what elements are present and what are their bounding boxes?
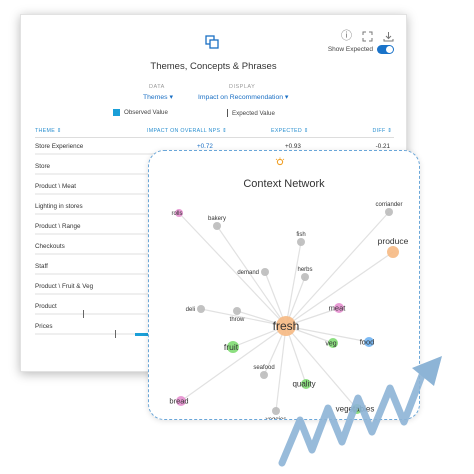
col-header-theme[interactable]: THEME ⇕: [35, 128, 62, 134]
network-node-produce[interactable]: [387, 246, 399, 258]
network-node-corriander[interactable]: [385, 208, 393, 216]
network-label-throw: throw: [230, 317, 245, 323]
network-label-fresh: fresh: [273, 319, 300, 333]
row-theme: Product \ Range: [35, 223, 81, 230]
display-select[interactable]: Impact on Recommendation ▾: [198, 93, 288, 101]
network-node-demand[interactable]: [261, 268, 269, 276]
network-edge: [285, 325, 358, 410]
network-edge: [285, 241, 302, 327]
row-theme: Store: [35, 163, 51, 170]
expand-icon[interactable]: [362, 31, 373, 42]
display-select-value: Impact on Recommendation: [198, 94, 284, 101]
legend-expected-label: Expected Value: [232, 109, 275, 117]
network-edge: [275, 325, 287, 412]
network-node-veggies[interactable]: [272, 407, 280, 415]
network-label-food: food: [360, 338, 375, 347]
expected-marker: [115, 330, 116, 338]
network-label-fruit: fruit: [224, 342, 239, 352]
network-edge: [200, 308, 287, 327]
col-header-impact[interactable]: IMPACT ON OVERALL NPS ⇕: [147, 128, 227, 134]
network-node-herbs[interactable]: [301, 273, 309, 281]
data-select[interactable]: Themes ▾: [143, 93, 173, 101]
row-theme: Lighting in stores: [35, 203, 83, 210]
row-theme: Staff: [35, 263, 48, 270]
data-select-label: DATA: [149, 84, 165, 90]
display-select-label: DISPLAY: [229, 84, 256, 90]
network-label-bakery: bakery: [208, 216, 226, 222]
row-expected: +0.93: [285, 143, 301, 150]
lightbulb-icon: [275, 157, 285, 166]
header-divider: [35, 137, 394, 138]
row-theme: Checkouts: [35, 243, 65, 250]
row-theme: Product \ Meat: [35, 183, 76, 190]
row-diff: -0.21: [375, 143, 390, 150]
network-edge: [180, 325, 287, 402]
network-label-fish: fish: [296, 232, 305, 238]
col-header-expected[interactable]: EXPECTED ⇕: [271, 128, 309, 134]
download-icon[interactable]: [383, 31, 394, 42]
legend-expected: Expected Value: [227, 109, 275, 117]
panel-toolbar: ⓘ: [341, 31, 394, 42]
row-theme: Store Experience: [35, 143, 84, 150]
row-theme: Product \ Fruit & Veg: [35, 283, 94, 290]
chevron-down-icon: ▾: [169, 94, 173, 101]
network-edge: [285, 325, 370, 343]
network-edge: [216, 225, 287, 327]
show-expected-toggle[interactable]: [377, 45, 394, 54]
chevron-down-icon: ▾: [284, 94, 289, 101]
observed-swatch: [113, 109, 120, 116]
network-edge: [285, 251, 394, 327]
row-impact: +0.72: [197, 143, 213, 150]
network-node-fruit[interactable]: [227, 341, 239, 353]
legend-observed: Observed Value: [113, 109, 168, 116]
expected-marker: [83, 310, 84, 318]
network-title: Context Network: [243, 178, 325, 190]
network-node-rolls[interactable]: [175, 209, 183, 217]
network-node-seafood[interactable]: [260, 371, 268, 379]
network-label-rolls: rolls: [171, 211, 182, 217]
network-label-quality: quality: [292, 380, 315, 389]
network-node-meat[interactable]: [334, 303, 344, 313]
network-label-veggies: veggies: [266, 417, 287, 419]
show-expected-label: Show Expected: [327, 46, 373, 53]
network-label-produce: produce: [378, 236, 409, 246]
network-edge: [178, 212, 287, 327]
network-label-herbs: herbs: [297, 267, 312, 273]
network-node-throw[interactable]: [233, 307, 241, 315]
network-label-meat: meat: [329, 304, 347, 313]
network-label-veg: veg: [325, 340, 336, 347]
network-label-deli: deli: [186, 307, 195, 313]
row-theme: Prices: [35, 323, 53, 330]
app-logo-icon: [205, 35, 219, 49]
network-label-demand: demand: [237, 270, 259, 276]
network-node-bakery[interactable]: [213, 222, 221, 230]
network-node-fish[interactable]: [297, 238, 305, 246]
network-label-seafood: seafood: [253, 365, 274, 371]
network-label-bread: bread: [169, 397, 188, 406]
expected-swatch: [227, 109, 228, 117]
info-icon[interactable]: ⓘ: [341, 30, 352, 42]
network-node-veg[interactable]: [328, 338, 338, 348]
network-edge: [285, 211, 390, 327]
network-label-corriander: corriander: [375, 202, 402, 208]
network-node-fresh[interactable]: [276, 316, 296, 336]
network-node-bread[interactable]: [176, 396, 186, 406]
context-network-card: Context Network rolls bakery fish corriande…: [148, 150, 420, 420]
show-expected-control: Show Expected: [328, 45, 394, 54]
network-node-food[interactable]: [364, 337, 374, 347]
panel-title: Themes, Concepts & Phrases: [150, 61, 277, 72]
network-node-deli[interactable]: [197, 305, 205, 313]
col-header-diff[interactable]: DIFF ⇕: [372, 128, 392, 134]
row-theme: Product: [35, 303, 57, 310]
growth-arrow-icon: [278, 356, 442, 467]
data-select-value: Themes: [143, 94, 168, 101]
network-node-quality[interactable]: [301, 379, 311, 389]
legend-observed-label: Observed Value: [124, 109, 168, 116]
network-edge: [285, 325, 307, 385]
